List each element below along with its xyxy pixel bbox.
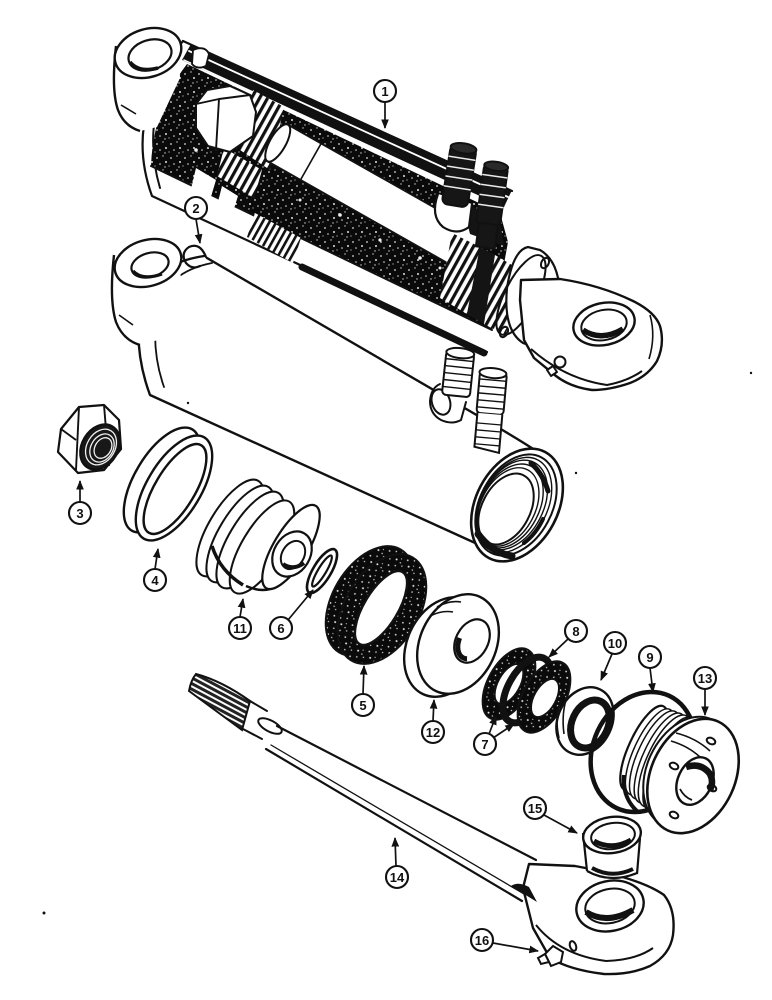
svg-text:8: 8 bbox=[572, 624, 579, 639]
svg-text:14: 14 bbox=[390, 870, 405, 885]
svg-text:3: 3 bbox=[76, 506, 83, 521]
svg-text:7: 7 bbox=[481, 737, 488, 752]
svg-text:9: 9 bbox=[646, 650, 653, 665]
svg-text:4: 4 bbox=[151, 573, 159, 588]
svg-text:6: 6 bbox=[277, 621, 284, 636]
svg-text:5: 5 bbox=[359, 698, 366, 713]
svg-text:15: 15 bbox=[528, 801, 542, 816]
svg-text:16: 16 bbox=[475, 933, 489, 948]
svg-text:2: 2 bbox=[192, 201, 199, 216]
svg-text:11: 11 bbox=[233, 621, 247, 636]
svg-text:12: 12 bbox=[426, 725, 440, 740]
svg-text:10: 10 bbox=[608, 636, 622, 651]
svg-text:13: 13 bbox=[698, 671, 712, 686]
svg-text:1: 1 bbox=[381, 84, 388, 99]
